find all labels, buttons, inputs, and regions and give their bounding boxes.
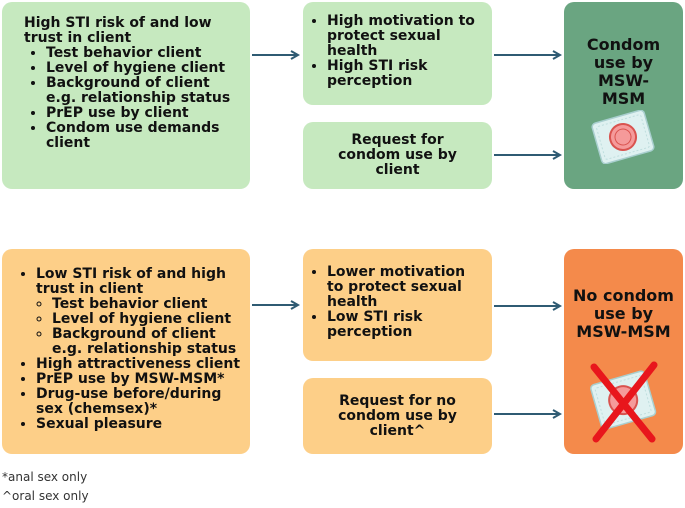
condom-request-text: Request for condom use by client — [338, 132, 457, 178]
list-item: Background of client e.g. relationship s… — [52, 327, 246, 357]
list-item: High motivation to protect sexual health — [327, 14, 484, 59]
list-item: PrEP use by client — [46, 106, 240, 121]
condom-use-outcome-text: Condom use by MSW-MSM — [586, 35, 661, 108]
low-risk-factors-box: Low STI risk of and high trust in client… — [2, 249, 250, 454]
list-item: Background of client e.g. relationship s… — [46, 76, 240, 106]
no-condom-request-box: Request for no condom use by client^ — [303, 378, 492, 454]
no-condom-use-outcome-box: No condom use by MSW-MSM — [564, 249, 683, 454]
no-condom-request-text: Request for no condom use by client^ — [338, 392, 457, 439]
condom-request-box: Request for condom use by client — [303, 122, 492, 189]
list-item: PrEP use by MSW-MSM* — [36, 372, 246, 387]
footnote-oral: ^oral sex only — [2, 489, 89, 503]
high-risk-factor-list: Test behavior client Level of hygiene cl… — [24, 46, 240, 151]
low-motivation-box: Lower motivation to protect sexual healt… — [303, 249, 492, 361]
list-item: Level of hygiene client — [46, 61, 240, 76]
list-item: Drug-use before/during sex (chemsex)* — [36, 387, 246, 417]
list-item: Low STI risk perception — [327, 310, 486, 340]
low-risk-factor-list: Low STI risk of and high trust in client… — [14, 267, 246, 432]
list-item: High STI risk perception — [327, 59, 484, 89]
high-risk-factors-box: High STI risk of and low trust in client… — [2, 2, 250, 189]
list-item: Lower motivation to protect sexual healt… — [327, 265, 486, 310]
list-item: Low STI risk of and high trust in client… — [36, 267, 246, 357]
list-item: Test behavior client — [52, 297, 246, 312]
low-risk-sub-list: Test behavior client Level of hygiene cl… — [36, 297, 246, 357]
list-item: Sexual pleasure — [36, 417, 246, 432]
crossed-condom-icon — [590, 361, 658, 443]
condom-use-outcome-box: Condom use by MSW-MSM — [564, 2, 683, 189]
high-motivation-box: High motivation to protect sexual health… — [303, 2, 492, 105]
condom-packet-icon — [591, 110, 655, 164]
list-item: Condom use demands client — [46, 121, 240, 151]
list-item: Test behavior client — [46, 46, 240, 61]
no-condom-use-outcome-text: No condom use by MSW-MSM — [573, 286, 674, 341]
list-item: High attractiveness client — [36, 357, 246, 372]
high-risk-heading: High STI risk of and low trust in client — [24, 15, 212, 46]
footnote-anal: *anal sex only — [2, 470, 88, 484]
low-motivation-list: Lower motivation to protect sexual healt… — [305, 265, 486, 340]
low-risk-heading: Low STI risk of and high trust in client — [36, 266, 226, 297]
high-motivation-list: High motivation to protect sexual health… — [305, 14, 484, 89]
list-item: Level of hygiene client — [52, 312, 246, 327]
